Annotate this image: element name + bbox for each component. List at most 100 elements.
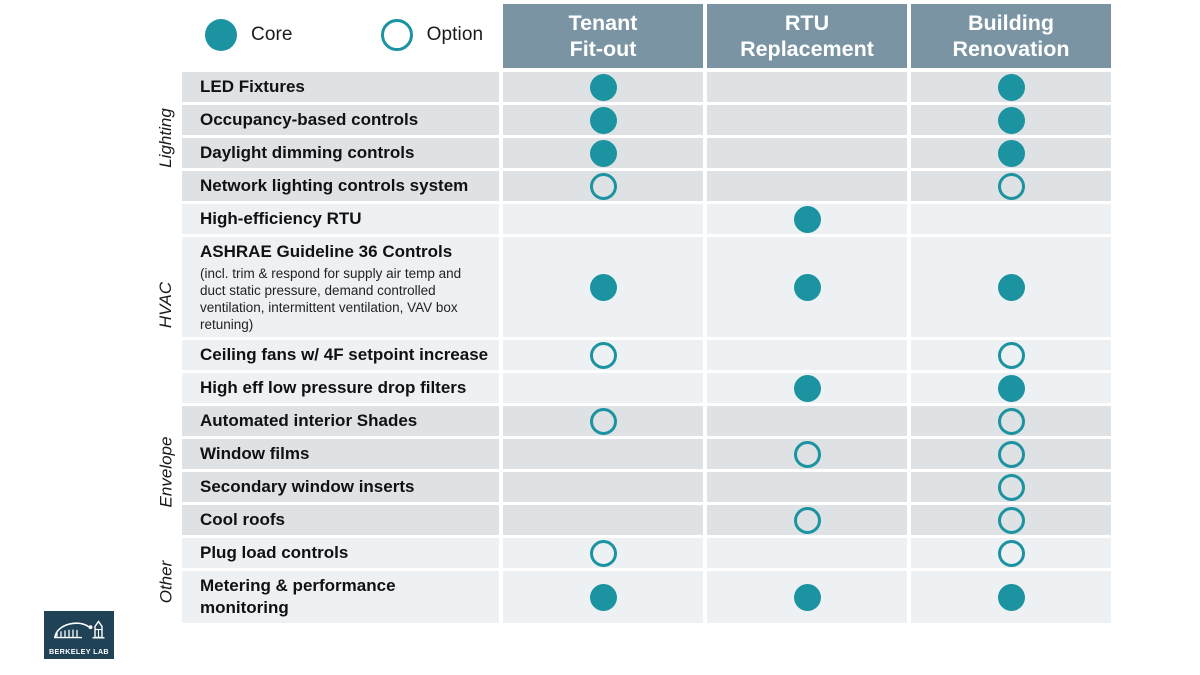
option-marker-icon — [589, 407, 617, 435]
column-header-line1: Tenant — [568, 11, 638, 35]
marker-cell-tenant-fit-out — [499, 340, 703, 373]
measure-name: Metering & performance monitoring — [200, 576, 396, 617]
core-marker-icon — [589, 583, 617, 611]
legend-label-option: Option — [426, 24, 484, 45]
option-marker-icon — [380, 19, 413, 51]
measure-label-cell: Cool roofs — [182, 505, 499, 538]
measure-name: Secondary window inserts — [200, 477, 415, 496]
section-rail — [150, 439, 182, 472]
marker-cell-rtu-replacement — [703, 237, 907, 340]
empty-marker — [794, 173, 821, 200]
measure-name: Window films — [200, 444, 310, 463]
measure-label-cell: Window films — [182, 439, 499, 472]
measure-name: Daylight dimming controls — [200, 143, 415, 162]
core-marker-icon — [205, 19, 237, 51]
section-rail — [150, 72, 182, 105]
column-header-building-renovation: Building Renovation — [911, 4, 1111, 68]
empty-marker — [794, 74, 821, 101]
marker-cell-building-renovation — [907, 340, 1111, 373]
legend-label-core: Core — [251, 24, 293, 45]
berkeley-lab-arch-icon — [54, 620, 105, 639]
empty-marker — [794, 540, 821, 567]
core-marker-icon — [997, 374, 1025, 402]
measure-name: High eff low pressure drop filters — [200, 378, 467, 397]
empty-marker — [998, 206, 1025, 233]
marker-cell-building-renovation — [907, 505, 1111, 538]
marker-cell-tenant-fit-out — [499, 171, 703, 204]
core-marker-icon — [589, 106, 617, 134]
empty-marker — [794, 474, 821, 501]
table-row: High eff low pressure drop filters — [150, 373, 1111, 406]
section-label-envelope: Envelope — [150, 406, 182, 538]
marker-cell-rtu-replacement — [703, 204, 907, 237]
marker-cell-tenant-fit-out — [499, 571, 703, 626]
measure-name: Automated interior Shades — [200, 411, 418, 430]
marker-cell-rtu-replacement — [703, 538, 907, 571]
measure-label-cell: Occupancy-based controls — [182, 105, 499, 138]
marker-cell-tenant-fit-out — [499, 472, 703, 505]
legend: Core Option — [205, 12, 483, 58]
marker-cell-rtu-replacement — [703, 439, 907, 472]
section-rail — [150, 340, 182, 373]
empty-marker — [794, 342, 821, 369]
marker-cell-rtu-replacement — [703, 373, 907, 406]
column-header-line2: Replacement — [740, 37, 874, 61]
marker-cell-rtu-replacement — [703, 72, 907, 105]
measure-name: Occupancy-based controls — [200, 110, 419, 129]
table-row: Network lighting controls system — [150, 171, 1111, 204]
marker-cell-rtu-replacement — [703, 406, 907, 439]
option-marker-icon — [997, 440, 1025, 468]
section-label-lighting: Lighting — [150, 72, 182, 204]
marker-cell-tenant-fit-out — [499, 505, 703, 538]
table-row: Occupancy-based controls — [150, 105, 1111, 138]
marker-cell-building-renovation — [907, 138, 1111, 171]
empty-marker — [794, 107, 821, 134]
marker-cell-tenant-fit-out — [499, 204, 703, 237]
core-marker-icon — [589, 139, 617, 167]
section-rail — [150, 237, 182, 340]
marker-cell-building-renovation — [907, 204, 1111, 237]
column-header-line2: Fit-out — [569, 37, 637, 61]
option-marker-icon — [997, 172, 1025, 200]
section-label-other: Other — [150, 538, 182, 626]
marker-cell-building-renovation — [907, 171, 1111, 204]
column-header-line1: Building — [968, 11, 1054, 35]
measure-label-cell: High-efficiency RTU — [182, 204, 499, 237]
core-marker-icon — [589, 273, 617, 301]
option-marker-icon — [997, 539, 1025, 567]
core-marker-icon — [793, 205, 821, 233]
table-row: LED Fixtures — [150, 72, 1111, 105]
marker-cell-rtu-replacement — [703, 472, 907, 505]
marker-cell-building-renovation — [907, 72, 1111, 105]
marker-cell-rtu-replacement — [703, 571, 907, 626]
marker-cell-rtu-replacement — [703, 340, 907, 373]
core-marker-icon — [997, 73, 1025, 101]
measure-label-cell: Ceiling fans w/ 4F setpoint increase — [182, 340, 499, 373]
marker-cell-rtu-replacement — [703, 171, 907, 204]
measure-name: Cool roofs — [200, 510, 285, 529]
marker-cell-tenant-fit-out — [499, 138, 703, 171]
core-marker-icon — [997, 273, 1025, 301]
table-row: Daylight dimming controls — [150, 138, 1111, 171]
section-rail — [150, 373, 182, 406]
core-marker-icon — [997, 106, 1025, 134]
measure-label-cell: Network lighting controls system — [182, 171, 499, 204]
empty-marker — [590, 507, 617, 534]
core-marker-icon — [793, 273, 821, 301]
section-rail — [150, 538, 182, 571]
section-rail — [150, 105, 182, 138]
marker-cell-tenant-fit-out — [499, 538, 703, 571]
column-header-tenant-fit-out: Tenant Fit-out — [503, 4, 703, 68]
table-row: Automated interior Shades — [150, 406, 1111, 439]
berkeley-lab-logo: BERKELEY LAB — [44, 611, 114, 659]
table-row: Window films — [150, 439, 1111, 472]
measure-label-cell: Daylight dimming controls — [182, 138, 499, 171]
option-marker-icon — [997, 506, 1025, 534]
section-rail — [150, 406, 182, 439]
empty-marker — [590, 206, 617, 233]
